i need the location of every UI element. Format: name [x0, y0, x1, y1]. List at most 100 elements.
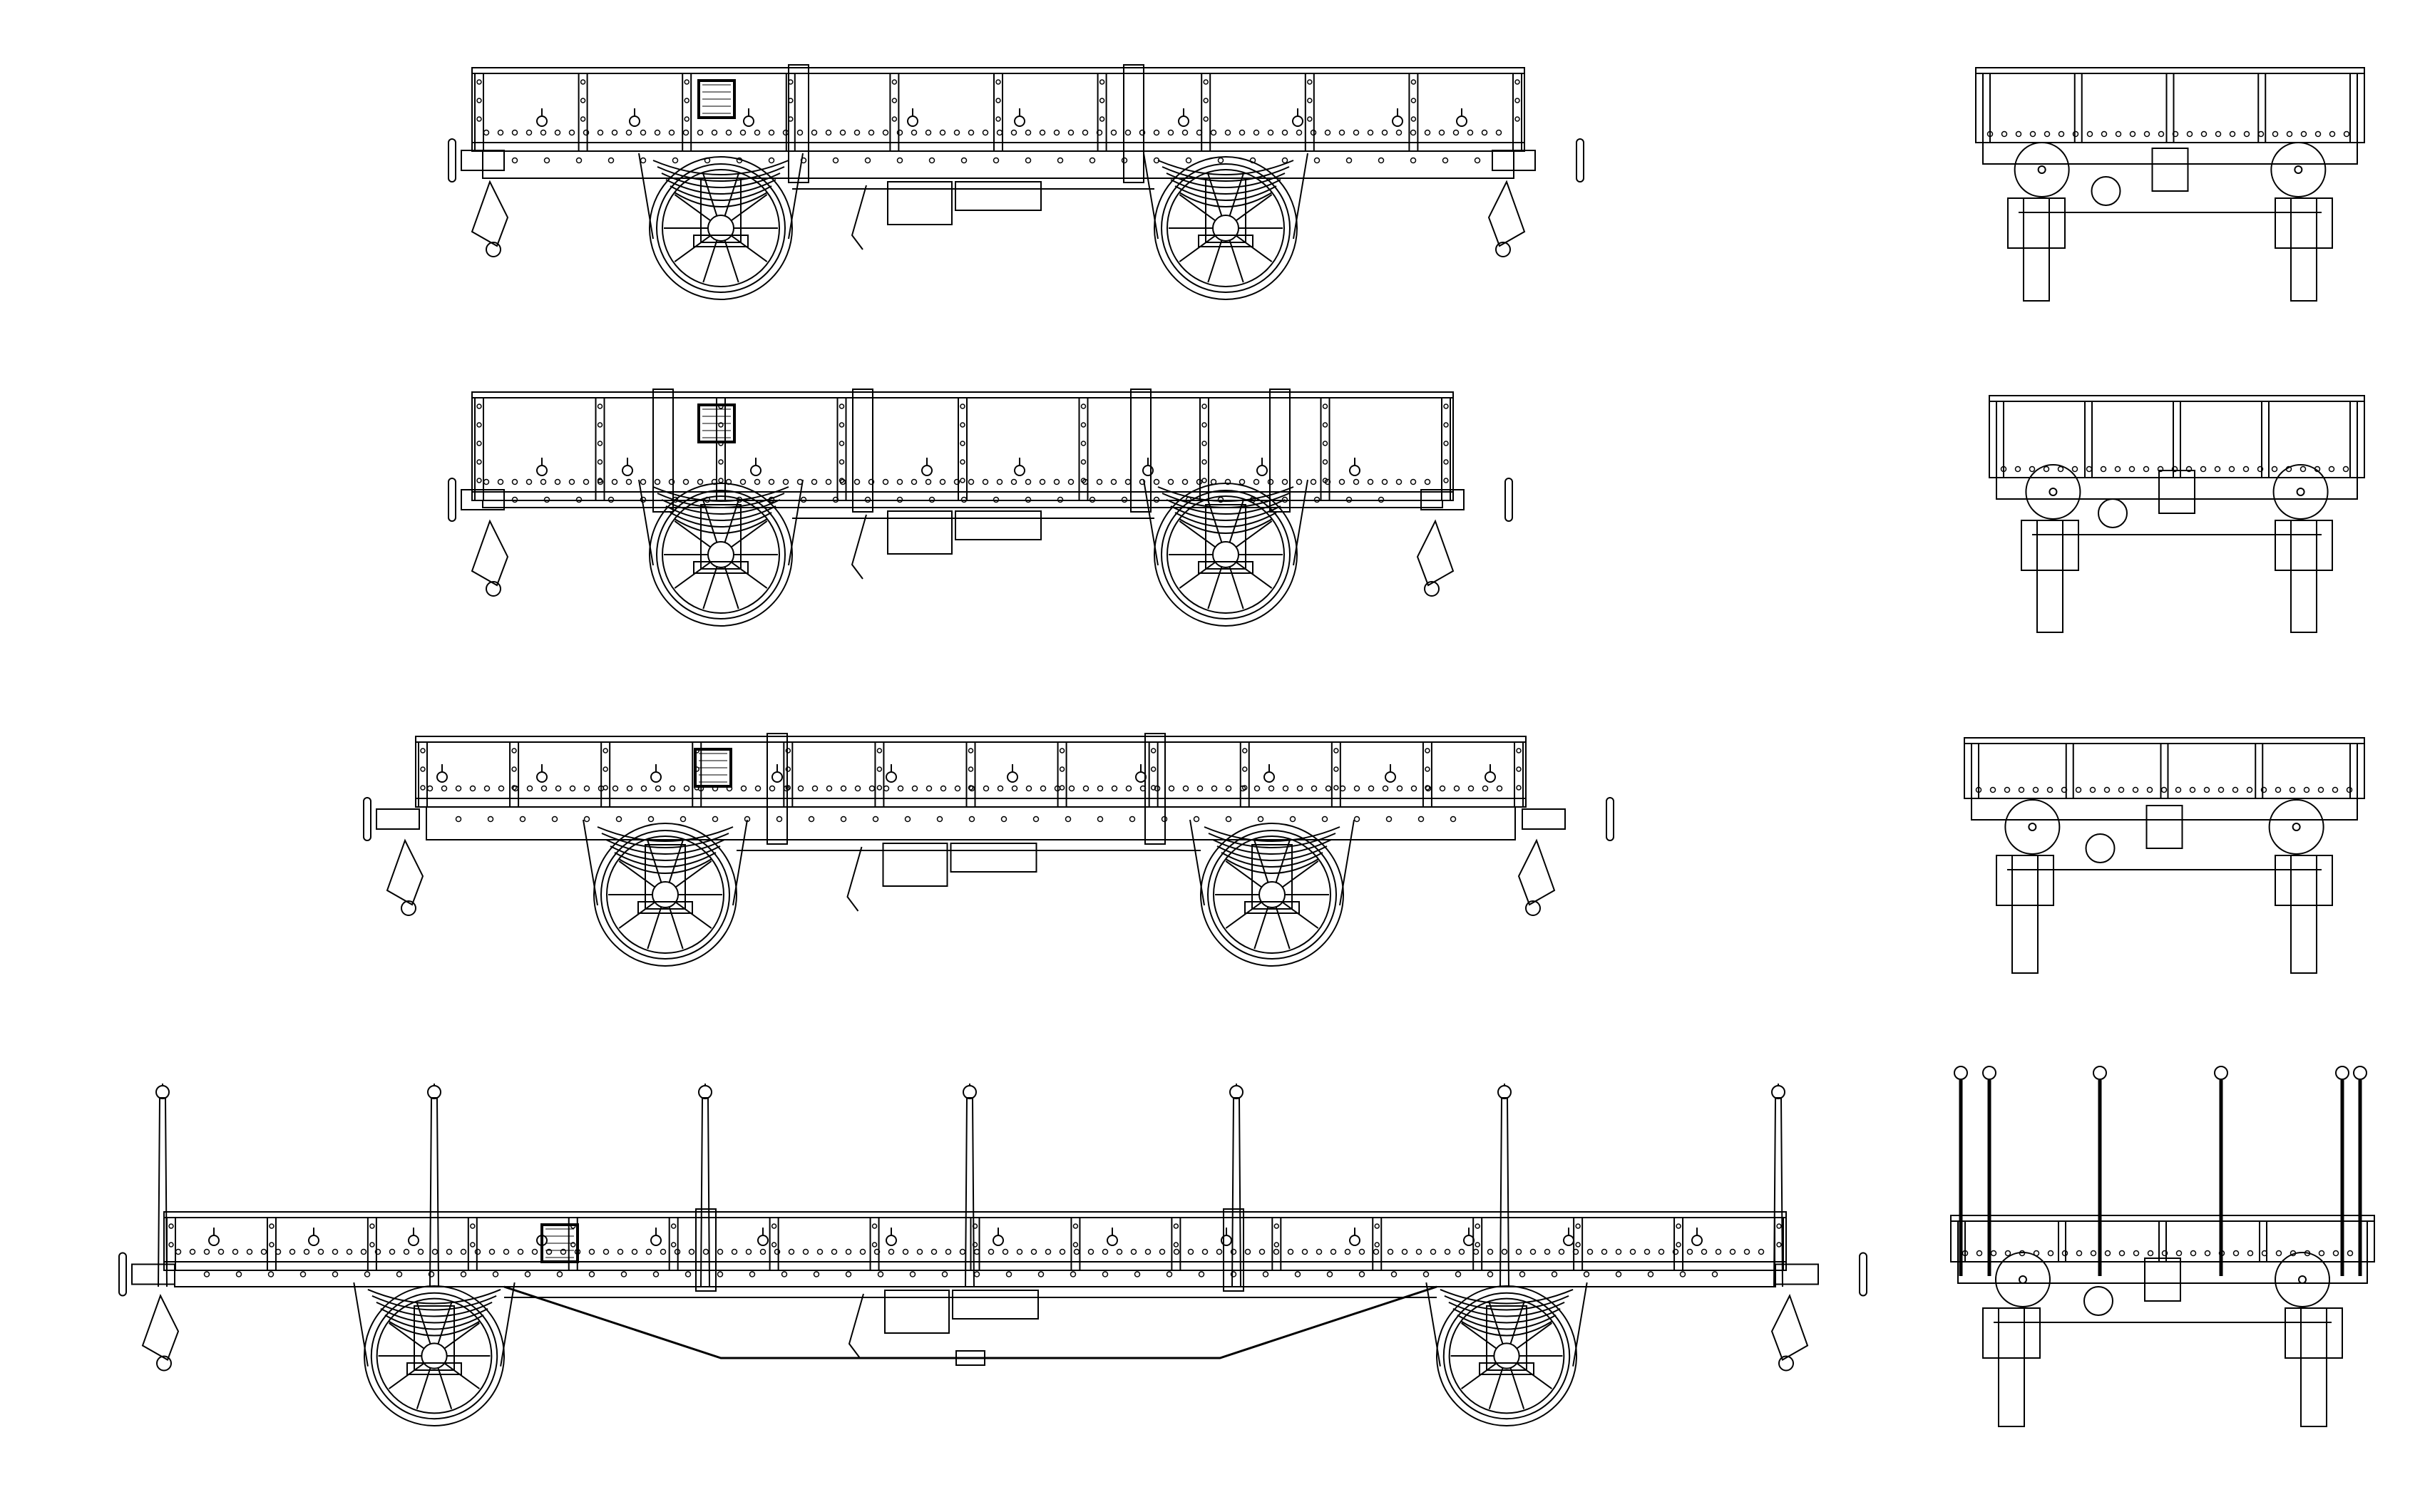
rivet: [1130, 817, 1135, 822]
side-strap: [967, 742, 975, 807]
rivet: [390, 1250, 395, 1255]
rivet: [684, 480, 689, 485]
rivet: [750, 1272, 755, 1277]
rivet: [1545, 1250, 1550, 1255]
buffer-centre: [2294, 166, 2302, 173]
rivet: [649, 817, 654, 822]
rivet: [1152, 749, 1156, 753]
rivet: [2120, 1251, 2125, 1256]
rivet: [1602, 1250, 1607, 1255]
wheel-tyre: [1437, 1286, 1576, 1426]
rivet: [1497, 786, 1502, 791]
rivet: [1419, 817, 1424, 822]
brake-lever: [848, 847, 862, 911]
rivet: [1673, 1250, 1678, 1255]
leaf-spring: [1179, 192, 1272, 207]
stanchion: [1230, 1084, 1243, 1287]
rivet: [1576, 1224, 1580, 1228]
rivet: [1425, 749, 1430, 753]
rivet: [2247, 788, 2252, 793]
rope-hook: [1393, 116, 1403, 126]
side-strap: [475, 398, 483, 500]
wheel-spoke: [1462, 1323, 1497, 1349]
rivet: [2144, 467, 2149, 472]
rivet: [698, 130, 703, 135]
rivet: [598, 441, 603, 446]
w-iron: [1426, 1282, 1586, 1367]
rivet: [362, 1250, 366, 1255]
leaf-spring: [653, 487, 789, 501]
rivet: [1323, 441, 1328, 446]
rivet: [998, 130, 1003, 135]
buffer-head-end: [2271, 143, 2325, 197]
label-plate: [699, 405, 734, 442]
rivet: [1097, 480, 1102, 485]
wheel-spoke: [1179, 195, 1215, 220]
leaf-spring: [1158, 160, 1293, 175]
rivet: [513, 130, 518, 135]
rivet: [1368, 130, 1373, 135]
rivet: [866, 498, 871, 503]
rivet: [2233, 788, 2238, 793]
w-iron: [583, 820, 747, 905]
rivet: [1445, 1250, 1450, 1255]
rivet: [877, 749, 881, 753]
rivet: [1308, 80, 1312, 84]
rivet: [2205, 1251, 2210, 1256]
rivet: [1243, 749, 1247, 753]
rivet: [541, 130, 546, 135]
rivet: [1135, 1272, 1140, 1277]
rivet: [477, 478, 481, 483]
rivet: [2202, 132, 2207, 137]
leaf-spring: [1445, 1296, 1569, 1310]
rivet: [761, 1250, 766, 1255]
axlebox-keep: [694, 562, 748, 573]
side-views: [119, 65, 1867, 1426]
wheel: [1190, 820, 1354, 966]
rivet: [1174, 1243, 1178, 1247]
rivet: [877, 786, 881, 790]
rivet: [684, 130, 689, 135]
wheel-rim-inner: [662, 170, 779, 287]
rivet: [912, 130, 917, 135]
rivet: [1515, 80, 1519, 84]
rivet: [2019, 788, 2024, 793]
rope-hook: [1485, 772, 1495, 782]
w-iron: [639, 153, 803, 239]
rivet: [1103, 1272, 1108, 1277]
rivet: [1082, 423, 1086, 427]
rivet: [1515, 117, 1519, 121]
rivet: [873, 817, 878, 822]
rope-hook: [209, 1235, 219, 1245]
side-strap: [1080, 398, 1088, 500]
rivet: [2230, 467, 2235, 472]
brake-lever: [852, 185, 866, 250]
rivet: [1026, 498, 1031, 503]
rivet: [1502, 1250, 1507, 1255]
rivet: [499, 786, 504, 791]
wheel-spoke: [675, 562, 710, 588]
rivet: [333, 1250, 338, 1255]
rivet: [1398, 786, 1403, 791]
buffer: [1519, 798, 1614, 915]
rivet: [1424, 1272, 1429, 1277]
rope-hook: [886, 772, 896, 782]
stanchion: [963, 1084, 976, 1287]
rivet: [2030, 467, 2035, 472]
axlebox-keep: [694, 235, 748, 247]
stanchion: [699, 1084, 712, 1287]
buffer-head-end: [2026, 465, 2080, 519]
rivet: [2073, 132, 2078, 137]
rivet: [906, 817, 911, 822]
rivet: [558, 1272, 563, 1277]
rivet: [1745, 1250, 1750, 1255]
rope-hook: [1350, 466, 1360, 475]
rope-hook: [537, 116, 547, 126]
rivet: [1258, 817, 1263, 822]
end-top-rail: [1989, 396, 2364, 401]
rivet: [571, 1243, 575, 1247]
rivet: [1204, 80, 1208, 84]
rivet: [1444, 404, 1448, 408]
rivet: [840, 478, 844, 483]
wheel-tyre: [594, 823, 737, 966]
